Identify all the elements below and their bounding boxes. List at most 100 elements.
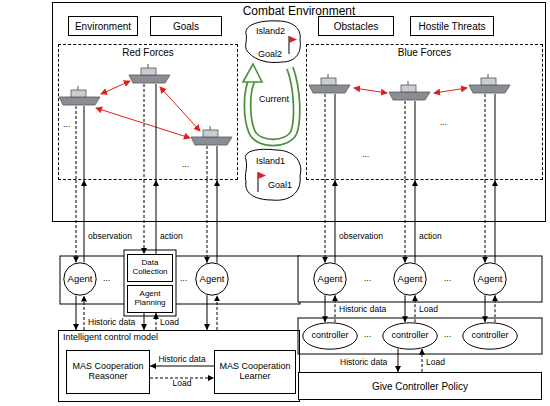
environment-box: Environment: [68, 16, 138, 36]
current-arrowhead: [243, 64, 262, 82]
connector: [415, 295, 416, 322]
flag: [258, 172, 266, 179]
agent-circle: Agent: [195, 262, 229, 296]
annotation-label: Island1: [256, 156, 285, 166]
threats-box: Hostile Threats: [410, 16, 494, 36]
connector: [156, 180, 157, 254]
node-text: Agent: [318, 274, 343, 284]
annotation-label: ...: [364, 274, 371, 284]
node-text: Hostile Threats: [418, 21, 485, 32]
node-text: Data Collection: [131, 259, 169, 277]
node-text: Agent Planning: [131, 290, 169, 308]
node-text: controller: [311, 331, 348, 341]
connector: [76, 296, 77, 330]
node-text: Agent: [398, 274, 423, 284]
model-box: Intelligent control modelMAS Cooperation…: [58, 330, 300, 402]
annotation-label: Load: [426, 358, 445, 368]
connector: [335, 295, 336, 322]
annotation-label: ...: [63, 120, 70, 130]
annotation-label: ...: [364, 330, 371, 340]
island-outline: [246, 21, 301, 63]
process-box: Data Collection: [127, 254, 173, 282]
annotation-label: Load: [419, 305, 438, 315]
blue-ship: [469, 74, 510, 93]
connector: [495, 295, 496, 322]
connector: [144, 180, 145, 254]
agent-region: [60, 256, 300, 304]
connector: [144, 313, 145, 330]
connector: [217, 295, 218, 330]
annotation-label: Goal2: [258, 49, 282, 59]
ship-link: [96, 81, 467, 138]
red-ship: [129, 64, 170, 83]
combat-environment-box: Combat EnvironmentEnvironmentGoalsObstac…: [52, 2, 546, 222]
annotation-label: Historic data: [339, 305, 386, 315]
connector: [156, 313, 157, 330]
annotation-label: observation: [88, 232, 132, 242]
controller-ellipse-shape: [383, 323, 437, 349]
edge-label: Historic data: [158, 355, 205, 365]
annotation-label: Island2: [256, 26, 285, 36]
annotation-label: ...: [180, 274, 187, 284]
annotation-label: Load: [160, 318, 179, 328]
connector: [405, 295, 406, 322]
node-text: controller: [471, 331, 508, 341]
obstacles-box: Obstacles: [318, 16, 394, 36]
annotation-label: ...: [103, 274, 110, 284]
agent-circle-shape: [474, 263, 506, 295]
annotation-label: ...: [444, 274, 451, 284]
agent-region: [298, 256, 542, 302]
blue-ship: [389, 81, 430, 100]
node-text: MAS Cooperation Reasoner: [70, 362, 146, 382]
agent-circle-shape: [314, 263, 346, 295]
connector: [325, 295, 326, 322]
node-text: Obstacles: [334, 21, 378, 32]
node-text: Agent: [68, 274, 93, 284]
node-text: Environment: [75, 21, 131, 32]
flag: [289, 36, 297, 43]
annotation-label: Historic data: [88, 318, 135, 328]
policy-box: Give Controller Policy: [298, 372, 542, 400]
annotation-label: ...: [362, 150, 369, 160]
connector: [150, 366, 214, 367]
annotation-label: action: [419, 232, 442, 242]
agent-circle-shape: [64, 263, 96, 295]
connector: [422, 349, 423, 372]
red-ship: [59, 86, 100, 105]
controller-ellipse: controller: [382, 322, 438, 350]
node-text: Goals: [173, 21, 199, 32]
node-text: Intelligent control model: [63, 333, 158, 343]
agent-circle-shape: [196, 263, 228, 295]
blue-ship: [309, 74, 350, 93]
controller-region: [298, 318, 542, 354]
process-box: MAS Cooperation Learner: [214, 350, 296, 394]
node-text: controller: [391, 331, 428, 341]
annotation-label: ...: [440, 118, 447, 128]
agent-circle: Agent: [393, 262, 427, 296]
connector: [398, 349, 399, 372]
agent-circle: Agent: [473, 262, 507, 296]
agent-circle: Agent: [63, 262, 97, 296]
node-text: Blue Forces: [398, 47, 451, 58]
agent-circle-shape: [394, 263, 426, 295]
island-outline: [245, 149, 300, 200]
controller-ellipse: controller: [302, 322, 358, 350]
connector: [84, 296, 85, 330]
annotation-label: ...: [182, 160, 189, 170]
controller-ellipse-shape: [303, 323, 357, 349]
goals-box: Goals: [150, 16, 222, 36]
annotation-label: observation: [339, 232, 383, 242]
controller-ellipse: controller: [462, 322, 518, 350]
edge-label: Load: [173, 379, 192, 389]
agent-column: [124, 250, 176, 316]
annotation-label: Current: [259, 94, 289, 104]
red-ship: [191, 126, 232, 145]
annotation-label: ...: [444, 330, 451, 340]
annotation-label: Goal1: [268, 180, 292, 190]
process-box: Agent Planning: [127, 285, 173, 313]
annotation-label: action: [160, 232, 183, 242]
node-text: Agent: [478, 274, 503, 284]
connector: [207, 295, 208, 330]
